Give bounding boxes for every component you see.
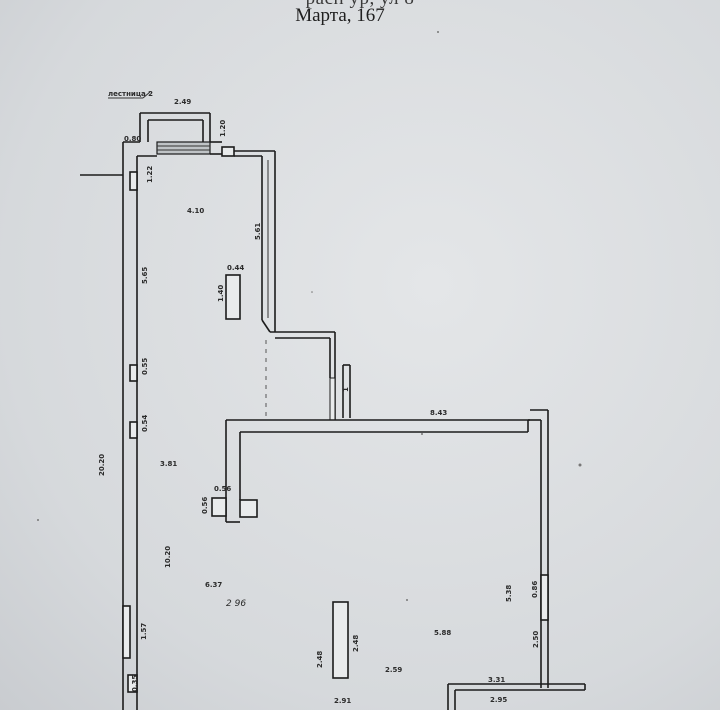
right-outer-wall xyxy=(527,409,549,688)
top-wall xyxy=(137,141,275,157)
upper-room-right-wall xyxy=(261,151,336,421)
label-wall-left-c: 0.54 xyxy=(141,415,149,432)
header-address: Марта, 167 xyxy=(295,5,385,26)
label-room-width-low: 6.37 xyxy=(205,581,222,589)
label-balcony-width: 2.49 xyxy=(174,98,191,106)
label-total-height: 20.20 xyxy=(98,454,106,476)
label-bottom-dim-a: 3.31 xyxy=(488,676,505,684)
label-area-note: 2 96 xyxy=(226,599,246,609)
header-top-line: расп ур, ул 8 xyxy=(0,0,720,10)
label-column-mid-w: 0.56 xyxy=(214,485,231,493)
label-right-room-width: 8.43 xyxy=(430,409,447,417)
label-right-room-low-w: 2.59 xyxy=(385,666,402,674)
label-wall-left-a: 5.65 xyxy=(141,267,149,284)
dimension-labels: лестница 2 2.49 0.80 1.20 1.22 4.10 5.61… xyxy=(98,90,540,705)
balcony xyxy=(108,91,211,155)
label-wall-right-upper: 5.61 xyxy=(254,223,262,240)
scan-specks xyxy=(37,31,582,601)
middle-partition xyxy=(211,419,530,523)
outer-left-wall xyxy=(80,141,140,710)
label-right-wall-c: 2.50 xyxy=(532,631,540,648)
corridor-stub xyxy=(342,364,351,418)
label-column-low-h: 2.48 xyxy=(352,635,360,652)
label-column-width: 0.44 xyxy=(227,264,244,272)
label-room-width-mid: 3.81 xyxy=(160,460,177,468)
label-room-depth-right: 5.88 xyxy=(434,629,451,637)
label-annotation-top: лестница 2 xyxy=(108,90,153,98)
label-wall-left-e: 0.35 xyxy=(131,675,139,692)
label-balcony-left: 0.80 xyxy=(124,135,141,143)
label-right-wall-b: 0.86 xyxy=(531,581,539,598)
column-lower xyxy=(332,601,349,679)
label-corridor-width: 1 xyxy=(342,387,350,392)
label-column-mid-h: 0.56 xyxy=(201,497,209,514)
label-room-width-top: 4.10 xyxy=(187,207,204,215)
label-balcony-right: 1.20 xyxy=(219,120,227,137)
label-bottom-dim-b: 2.95 xyxy=(490,696,507,704)
label-wall-upper-left: 1.22 xyxy=(146,166,154,183)
label-column-low-h2: 2.48 xyxy=(316,651,324,668)
label-column-height: 1.40 xyxy=(217,285,225,302)
bottom-right-outline xyxy=(447,683,586,710)
label-column-low-w: 2.91 xyxy=(334,697,351,705)
column-upper xyxy=(225,274,241,320)
label-wall-left-b: 0.55 xyxy=(141,358,149,375)
label-wall-left-d: 1.57 xyxy=(140,623,148,640)
label-right-wall-a: 5.38 xyxy=(505,585,513,602)
label-left-length: 10.20 xyxy=(164,546,172,568)
